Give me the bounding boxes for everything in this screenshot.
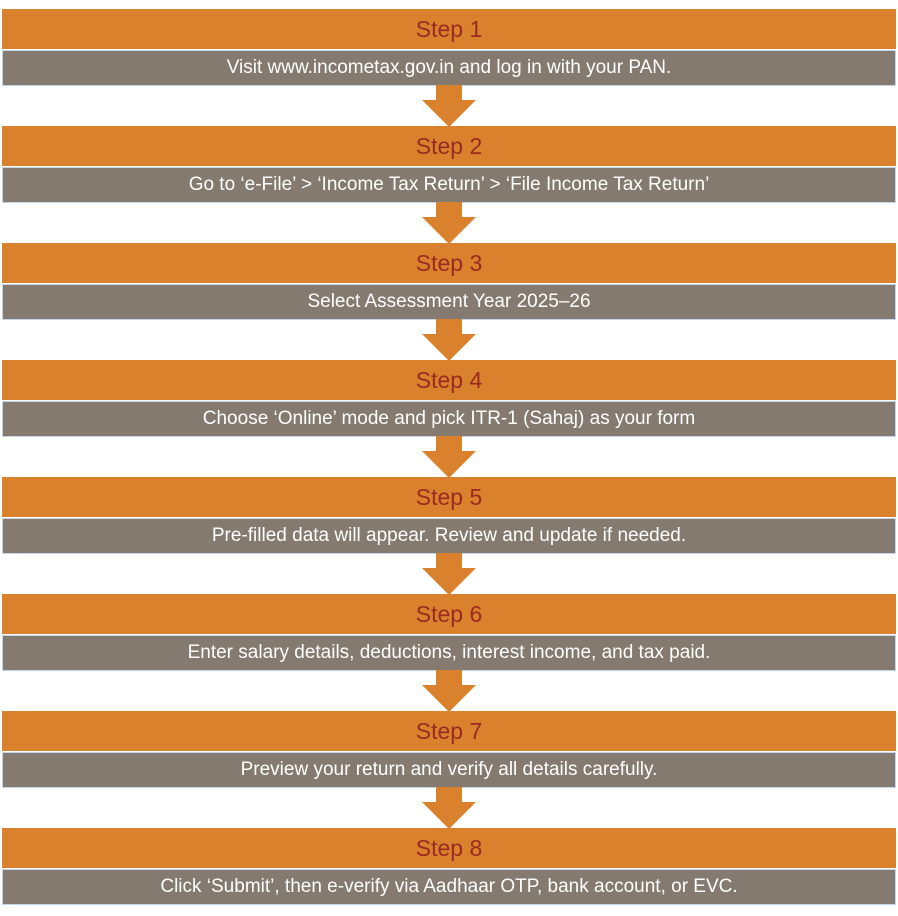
step-description: Enter salary details, deductions, intere… [2,635,896,671]
down-arrow-icon [422,85,476,127]
step-title: Step 6 [2,594,896,634]
down-arrow-icon [422,436,476,478]
step-description: Select Assessment Year 2025–26 [2,284,896,320]
step-title: Step 2 [2,126,896,166]
down-arrow-icon [422,787,476,829]
step-description: Click ‘Submit’, then e-verify via Aadhaa… [2,869,896,905]
down-arrow-icon [422,202,476,244]
step-title: Step 3 [2,243,896,283]
down-arrow-icon [422,319,476,361]
down-arrow-icon [422,553,476,595]
step-description: Visit www.incometax.gov.in and log in wi… [2,50,896,86]
step-title: Step 7 [2,711,896,751]
step-title: Step 8 [2,828,896,868]
step-description: Choose ‘Online’ mode and pick ITR-1 (Sah… [2,401,896,437]
step-description: Go to ‘e-File’ > ‘Income Tax Return’ > ‘… [2,167,896,203]
step-title: Step 5 [2,477,896,517]
down-arrow-icon [422,670,476,712]
step-title: Step 4 [2,360,896,400]
step-description: Preview your return and verify all detai… [2,752,896,788]
step-description: Pre-filled data will appear. Review and … [2,518,896,554]
step-title: Step 1 [2,9,896,49]
